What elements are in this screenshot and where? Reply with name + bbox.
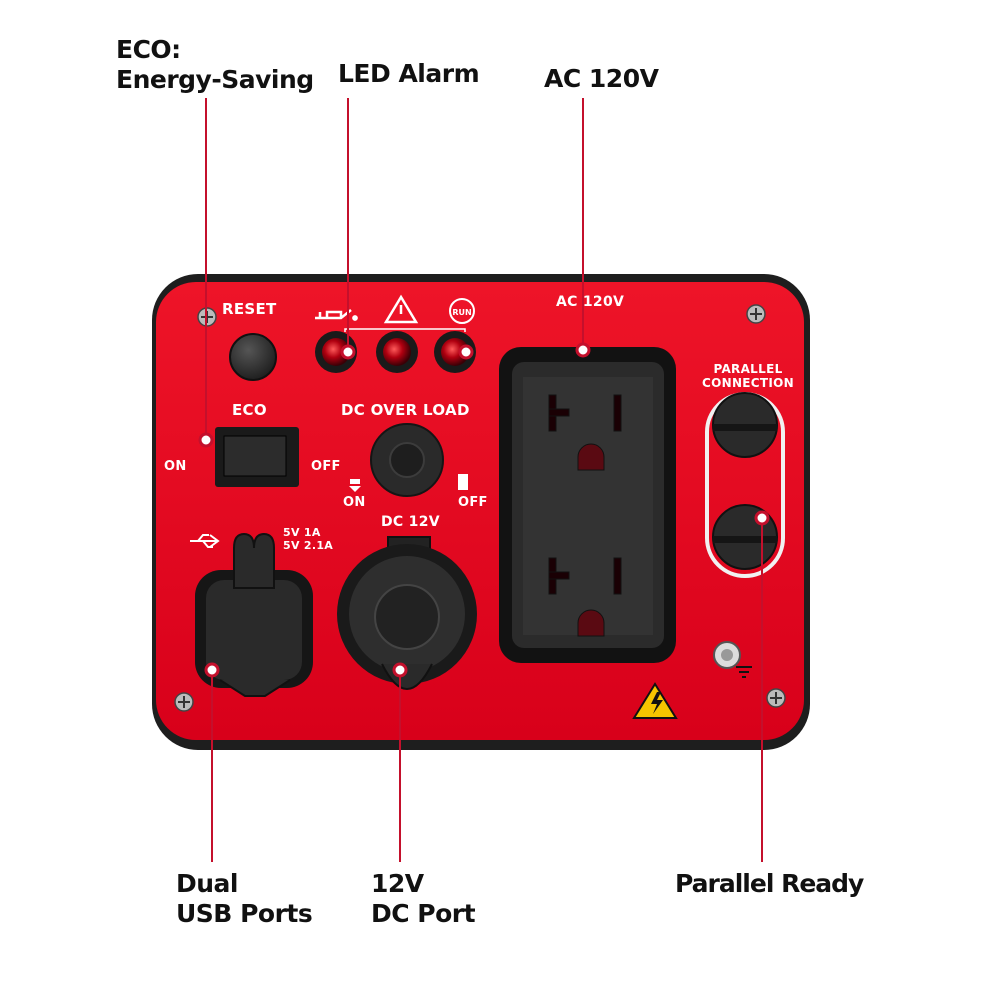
parallel-line2: CONNECTION (702, 376, 794, 390)
usb-rating-1: 5V 1A (283, 526, 321, 539)
callout-dc-line1: 12V (371, 869, 424, 898)
callout-usb-line1: Dual (176, 869, 239, 898)
dc-overload-label: DC OVER LOAD (341, 401, 470, 419)
reset-label: RESET (222, 300, 277, 318)
high-voltage-icon (632, 682, 678, 719)
callout-led-alarm: LED Alarm (338, 59, 480, 88)
parallel-connection-label: PARALLEL CONNECTION (696, 362, 800, 390)
run-icon: RUN (449, 298, 475, 324)
eco-off-label: OFF (311, 459, 341, 474)
ac-outlet (499, 347, 676, 663)
callout-dc-line2: DC Port (371, 899, 476, 928)
leader-lines (205, 98, 763, 862)
dc-off-label: OFF (458, 495, 488, 510)
eco-on-label: ON (164, 459, 187, 474)
dc-12v-socket (337, 536, 477, 690)
callout-usb: Dual USB Ports (176, 869, 313, 929)
warning-icon (383, 294, 419, 324)
callout-markers (198, 342, 770, 678)
eco-label: ECO (232, 401, 267, 419)
callout-ac-120v: AC 120V (544, 64, 659, 93)
led-indicator (315, 331, 476, 373)
ground-terminal-icon (713, 641, 752, 678)
reset-button (229, 333, 277, 381)
callout-usb-line2: USB Ports (176, 899, 313, 928)
usb-icon (190, 534, 220, 548)
ac-panel-label: AC 120V (556, 294, 625, 310)
callout-eco-line1: ECO: (116, 35, 181, 64)
callout-parallel-ready: Parallel Ready (675, 869, 864, 898)
usb-rating-label: 5V 1A 5V 2.1A (283, 526, 333, 552)
callout-eco: ECO: Energy-Saving (116, 35, 314, 95)
parallel-line1: PARALLEL (713, 362, 783, 376)
usb-port-cover (195, 532, 313, 697)
usb-rating-2: 5V 2.1A (283, 539, 334, 552)
callout-eco-line2: Energy-Saving (116, 65, 314, 94)
callout-dc-port: 12V DC Port (371, 869, 476, 929)
dc-on-label: ON (343, 495, 366, 510)
dc12-panel-label: DC 12V (381, 514, 440, 530)
svg-text:RUN: RUN (452, 308, 471, 317)
